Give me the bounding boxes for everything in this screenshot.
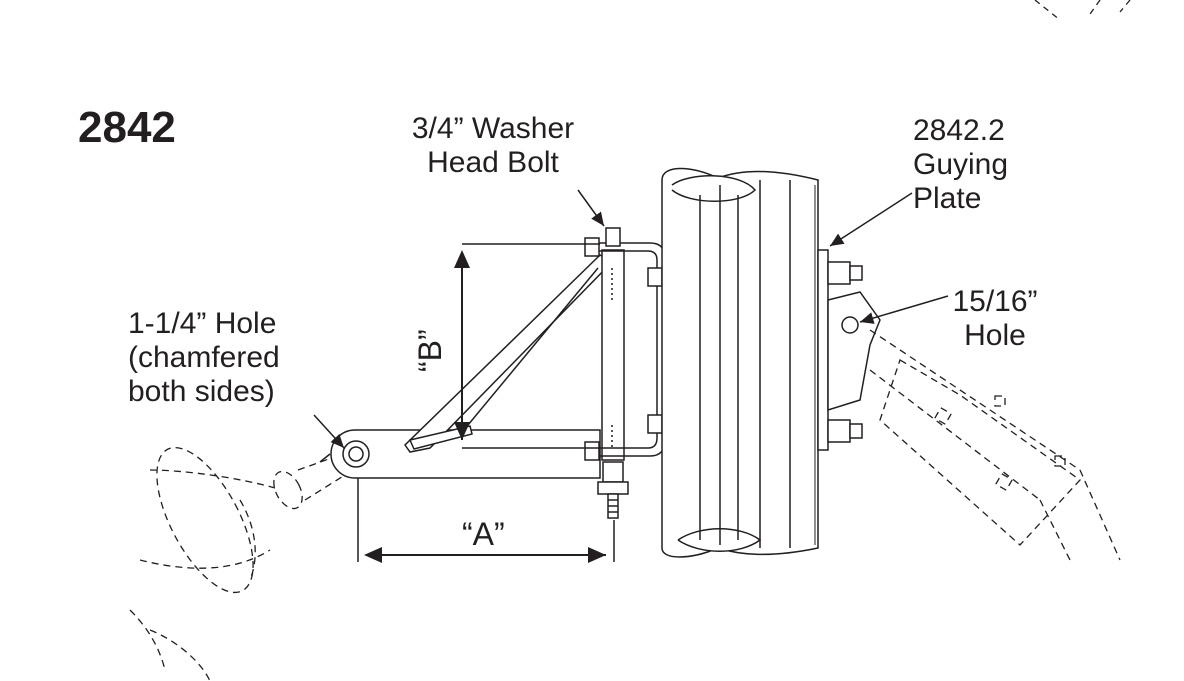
bolt-label-line2: Head Bolt — [427, 146, 559, 179]
guy-attachment-dashed — [869, 329, 1121, 561]
small-hole-label-line2: Hole — [964, 319, 1026, 352]
large-hole-label-line2: (chamfered — [128, 341, 280, 374]
guying-plate-label-line2: Guying — [913, 148, 1009, 181]
washer-head-bolt — [597, 227, 629, 519]
large-hole-label: 1-1/4” Hole (chamfered both sides) — [128, 307, 280, 409]
guying-plate — [817, 249, 881, 451]
dimension-b-label: “B” — [412, 329, 448, 372]
dimension-a-label: “A” — [462, 516, 505, 552]
dimension-a — [357, 478, 615, 563]
small-hole-label: 15/16” Hole — [940, 285, 1050, 353]
vertical-plate — [601, 249, 625, 461]
bolt-label-line1: 3/4” Washer — [411, 112, 575, 145]
small-hole-label-line1: 15/16” — [952, 285, 1038, 318]
guying-plate-label-line1: 2842.2 — [913, 114, 1005, 147]
large-hole-label-line1: 1-1/4” Hole — [128, 307, 277, 340]
dimension-b — [454, 243, 600, 449]
bolt-label: 3/4” Washer Head Bolt — [388, 112, 598, 180]
insulator-outline — [129, 446, 346, 681]
dashed-corner-fragment — [1034, 0, 1131, 21]
model-number: 2842 — [78, 103, 176, 152]
large-hole-label-line3: both sides) — [128, 375, 275, 408]
guying-plate-label-line3: Plate — [913, 182, 982, 215]
leader-lines — [313, 189, 949, 449]
guying-plate-label: 2842.2 Guying Plate — [913, 114, 1008, 216]
utility-pole — [661, 167, 819, 558]
horizontal-arm — [319, 429, 601, 479]
